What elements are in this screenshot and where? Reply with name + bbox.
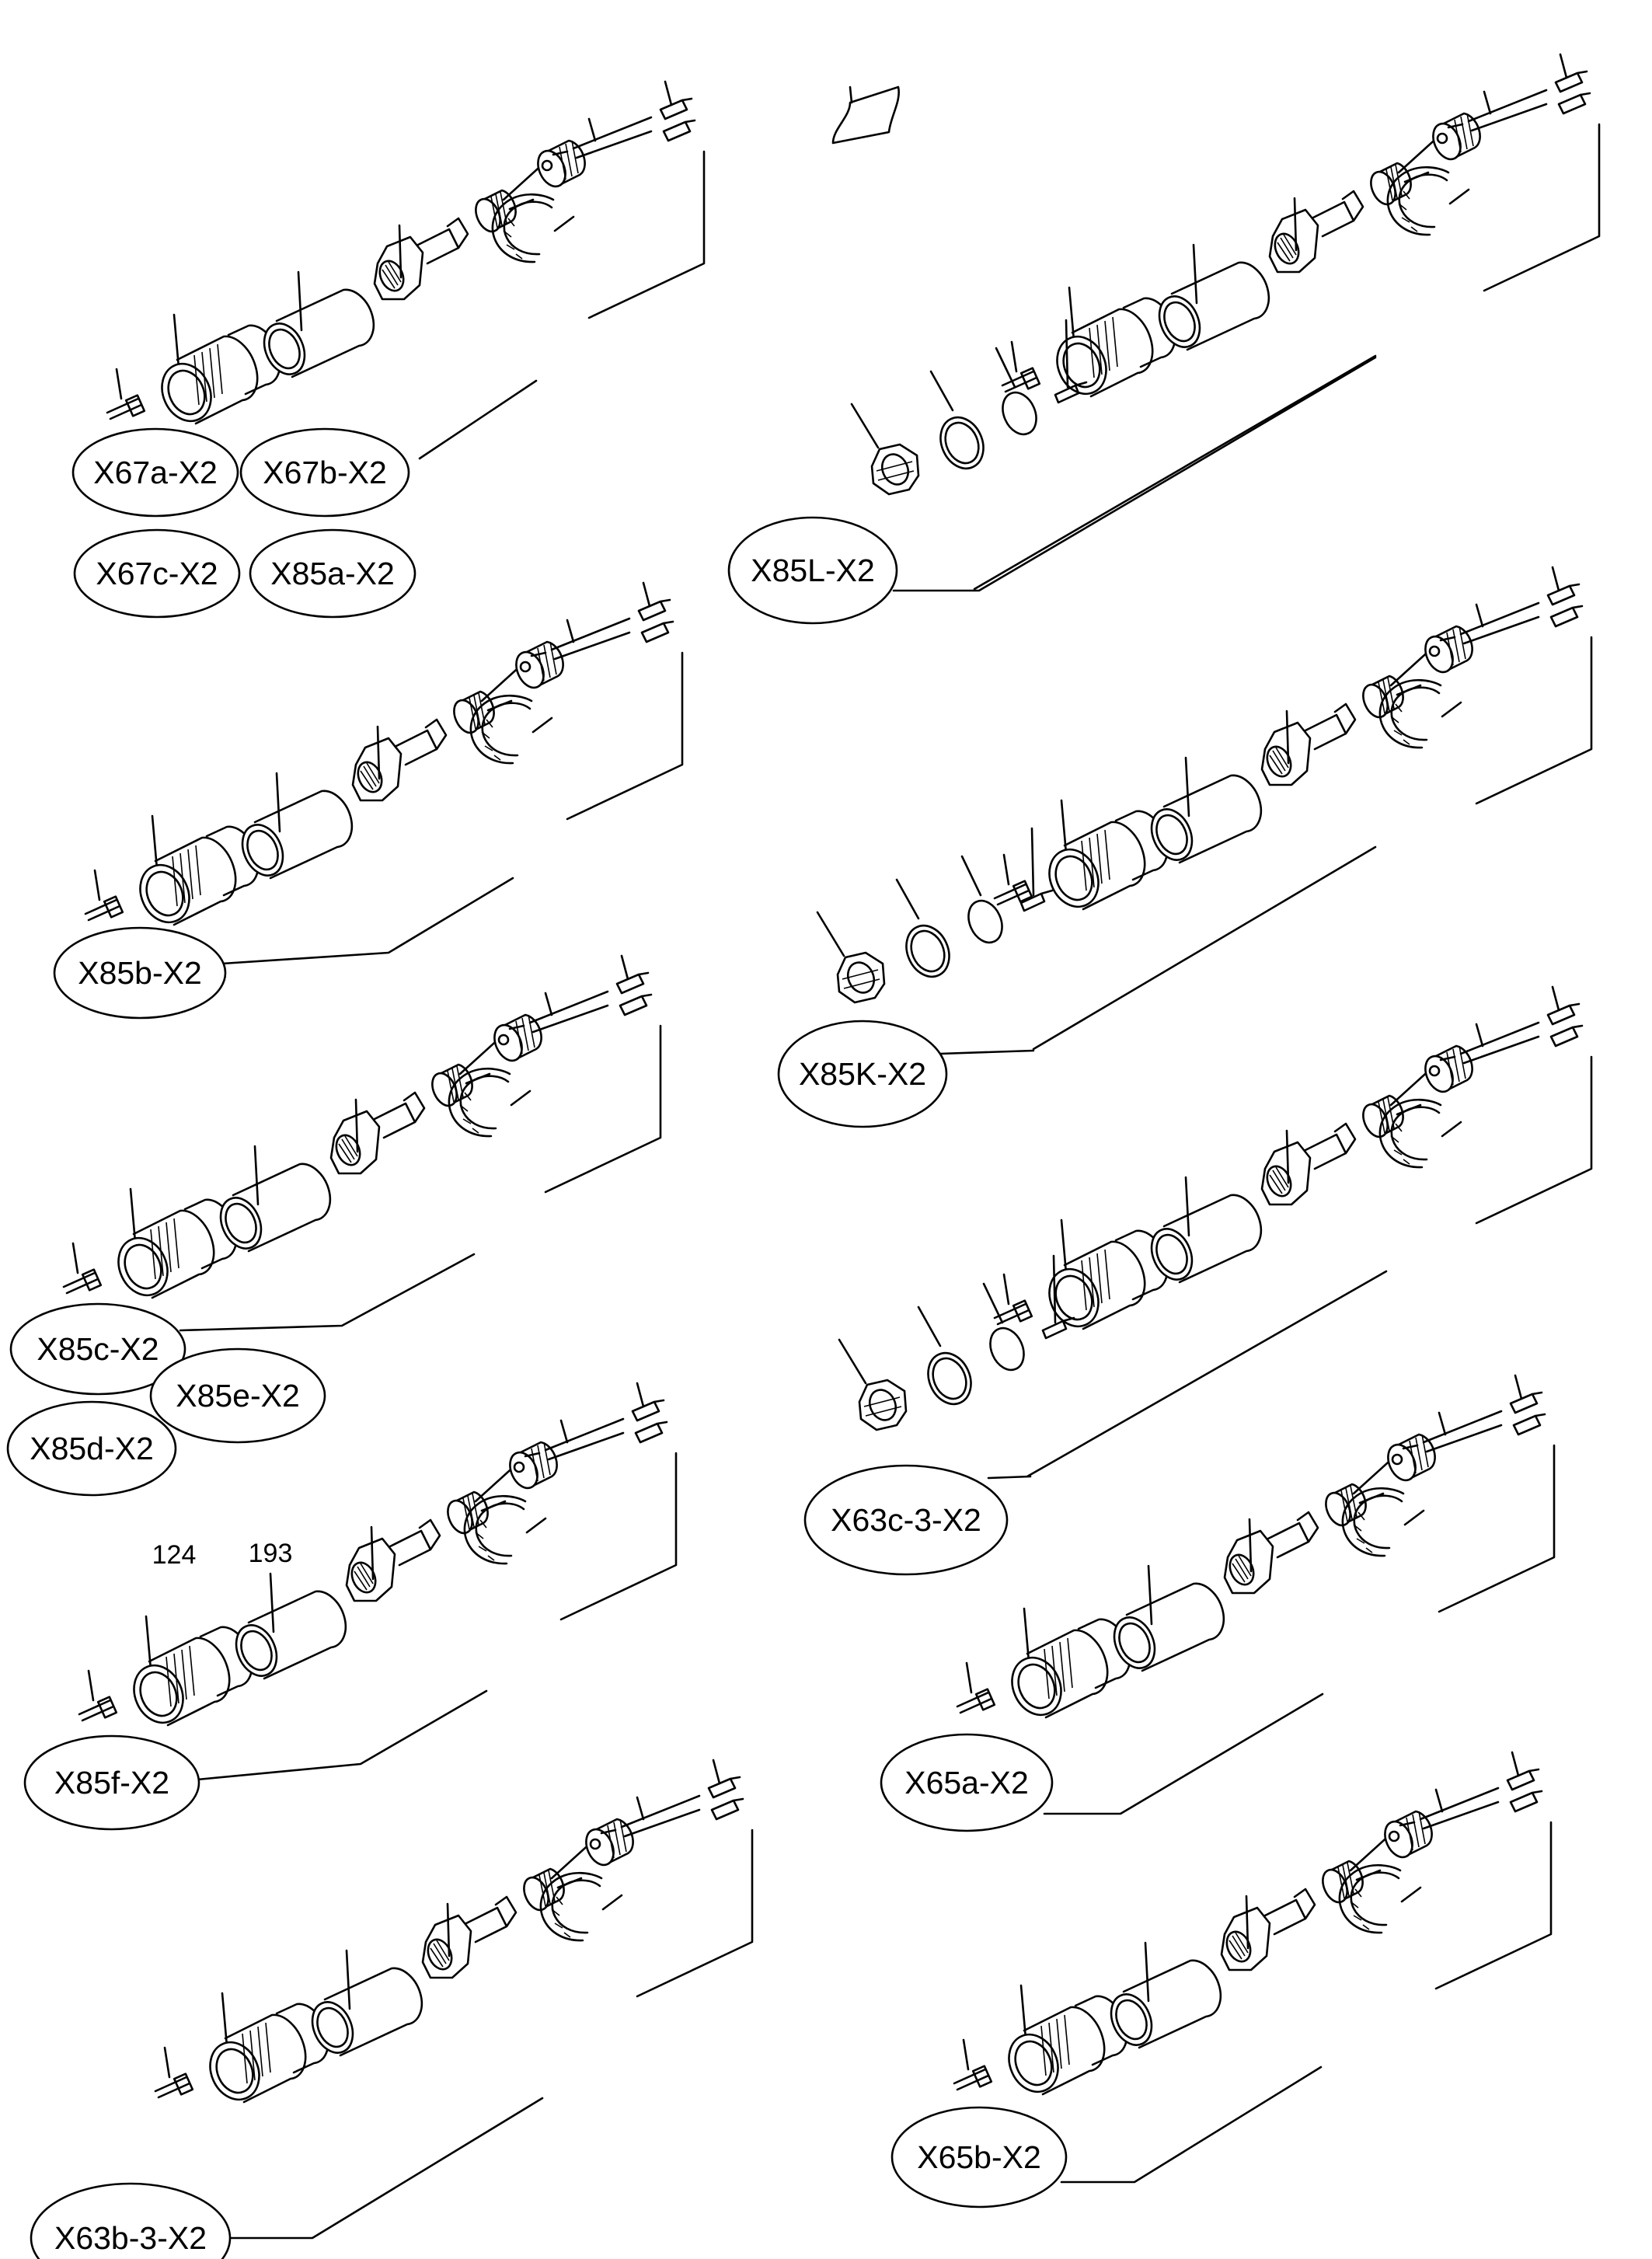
svg-text:X85f-X2: X85f-X2	[54, 1765, 169, 1801]
svg-text:X67c-X2: X67c-X2	[96, 556, 218, 591]
svg-text:X85L-X2: X85L-X2	[751, 553, 875, 588]
svg-text:X85K-X2: X85K-X2	[799, 1056, 926, 1092]
assembly-x65a	[956, 1374, 1556, 1724]
svg-text:X85e-X2: X85e-X2	[176, 1378, 300, 1414]
cable-fragment	[831, 85, 901, 145]
label-x85k[interactable]: X85K-X2	[777, 1020, 948, 1128]
label-x85e[interactable]: X85e-X2	[149, 1347, 326, 1444]
svg-text:X85a-X2: X85a-X2	[270, 556, 395, 591]
label-x85l[interactable]: X85L-X2	[727, 516, 898, 625]
assembly-x63c3	[838, 985, 1593, 1478]
svg-text:X63b-3-X2: X63b-3-X2	[54, 2220, 207, 2256]
label-x67b[interactable]: X67b-X2	[239, 427, 410, 518]
label-x85c[interactable]: X85c-X2	[9, 1302, 186, 1396]
label-x85d[interactable]: X85d-X2	[6, 1400, 177, 1497]
label-x67c[interactable]: X67c-X2	[73, 528, 241, 619]
assembly-x85k	[816, 566, 1593, 1051]
label-x65b[interactable]: X65b-X2	[890, 2106, 1068, 2208]
leader-lines	[179, 356, 1377, 2240]
label-x63c3[interactable]: X63c-3-X2	[803, 1464, 1009, 1576]
svg-text:X67b-X2: X67b-X2	[263, 455, 387, 490]
label-x65a[interactable]: X65a-X2	[880, 1733, 1054, 1832]
assembly-x63b3	[154, 1759, 754, 2109]
svg-text:X85c-X2: X85c-X2	[37, 1331, 159, 1367]
assembly-x67	[106, 80, 706, 431]
svg-text:X65b-X2: X65b-X2	[917, 2139, 1041, 2175]
svg-text:X85b-X2: X85b-X2	[78, 955, 202, 991]
part-number-124: 124	[152, 1540, 197, 1570]
assembly-x85l	[850, 53, 1601, 591]
svg-text:X63c-3-X2: X63c-3-X2	[831, 1502, 981, 1538]
label-x85a[interactable]: X85a-X2	[249, 528, 416, 619]
part-number-193: 193	[249, 1539, 293, 1568]
svg-text:X65a-X2: X65a-X2	[904, 1765, 1029, 1801]
svg-text:X67a-X2: X67a-X2	[93, 455, 218, 490]
label-x85f[interactable]: X85f-X2	[23, 1734, 200, 1831]
assembly-x85b	[84, 581, 684, 932]
label-x67a[interactable]: X67a-X2	[71, 427, 239, 518]
label-x63b3[interactable]: X63b-3-X2	[30, 2182, 232, 2259]
label-x85b[interactable]: X85b-X2	[53, 926, 227, 1020]
svg-text:X85d-X2: X85d-X2	[30, 1431, 154, 1466]
